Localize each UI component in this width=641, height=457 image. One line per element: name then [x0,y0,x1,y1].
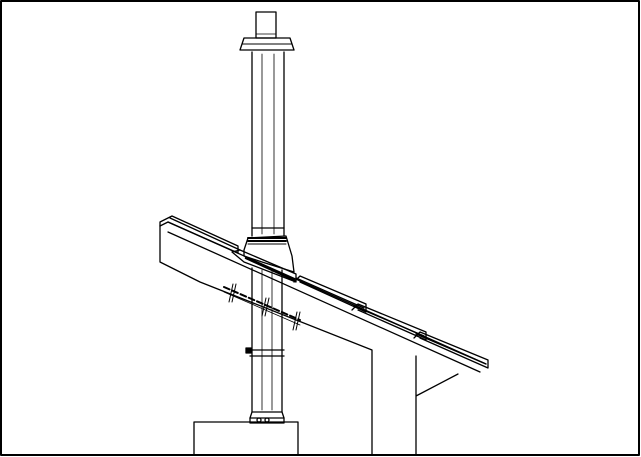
roof-battens [223,283,301,331]
boiler-casing [193,421,299,456]
eaves-wall [415,355,459,456]
lower-flue-pipe [249,267,285,413]
upper-flue-pipe [251,51,285,237]
roof-flashing [231,235,297,283]
boiler-adaptor [249,411,285,424]
pipe-clamp [245,347,252,354]
ceiling-wall [159,225,373,456]
terminal-cap [255,11,277,39]
roof-rafter [159,221,487,373]
rain-collar [239,37,295,51]
roof-tiles [159,215,489,369]
